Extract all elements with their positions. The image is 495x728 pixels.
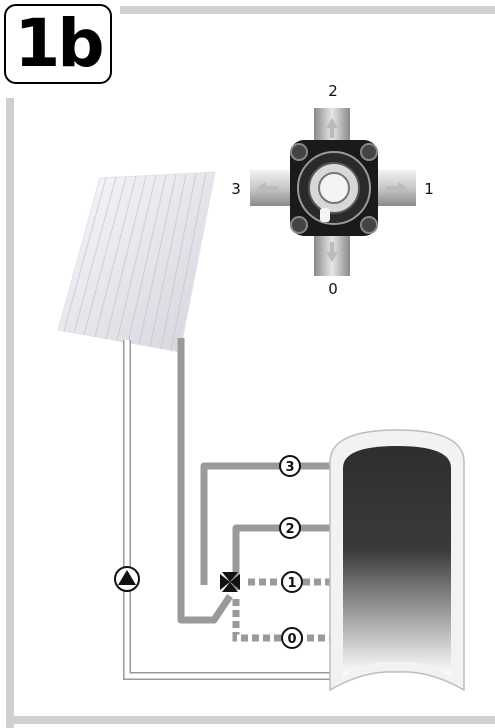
connection-label-1: 1 xyxy=(281,571,303,593)
connection-label-2: 2 xyxy=(279,517,301,539)
svg-text:3: 3 xyxy=(285,460,294,475)
frame-bottom-bar xyxy=(6,716,495,724)
arrow-down-icon xyxy=(326,242,338,262)
flow-pipe xyxy=(177,338,340,624)
return-pipe xyxy=(123,340,340,680)
pump-symbol xyxy=(114,566,140,592)
frame-top-bar xyxy=(120,6,495,14)
connection-label-0: 0 xyxy=(281,627,303,649)
solar-collector xyxy=(57,171,216,353)
mixing-valve-symbol xyxy=(220,572,240,592)
connection-label-3: 3 xyxy=(279,455,301,477)
arrow-up-icon xyxy=(326,118,338,138)
svg-text:0: 0 xyxy=(287,632,296,647)
svg-text:2: 2 xyxy=(285,522,294,537)
valve-port-label-0: 0 xyxy=(328,280,338,298)
arrow-left-icon xyxy=(256,182,278,194)
figure-badge: 1b xyxy=(4,4,112,84)
storage-tank xyxy=(329,429,465,692)
frame-left-bar xyxy=(6,98,14,728)
valve-port-label-3: 3 xyxy=(231,180,241,198)
valve-port-label-2: 2 xyxy=(328,82,338,100)
svg-text:1: 1 xyxy=(287,576,296,591)
arrow-right-icon xyxy=(386,182,408,194)
valve-detail: 2 1 0 3 xyxy=(231,82,434,298)
valve-port-label-1: 1 xyxy=(424,180,434,198)
